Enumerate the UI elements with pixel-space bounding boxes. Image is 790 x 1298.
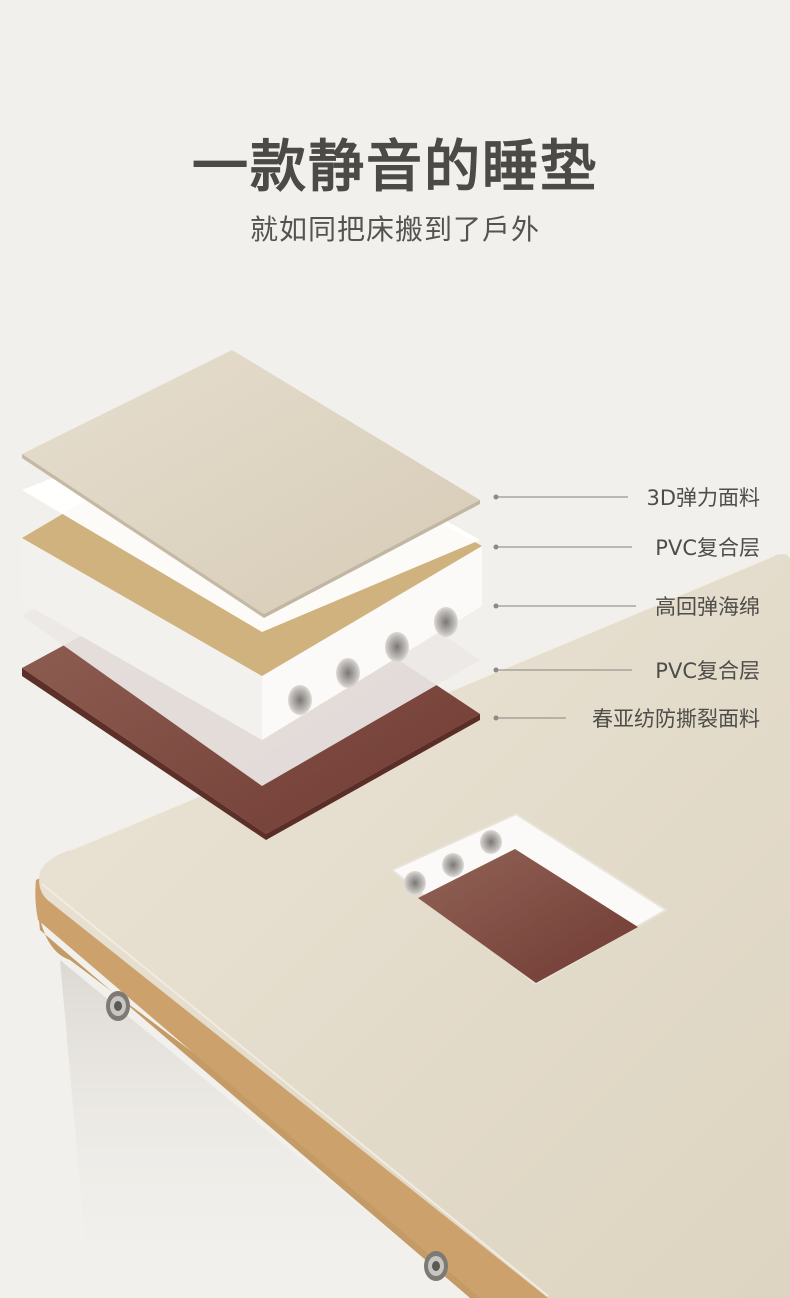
- mattress-cutaway: [390, 812, 668, 986]
- valve-icon: [424, 1251, 448, 1281]
- page-title: 一款静音的睡垫: [192, 135, 598, 200]
- layer-label-foam: 高回弹海绵: [655, 595, 760, 619]
- page-subtitle: 就如同把床搬到了戶外: [249, 213, 540, 246]
- layer-label-ripstop: 春亚纺防撕裂面料: [592, 707, 760, 731]
- layer-label-3d-fabric: 3D弹力面料: [646, 486, 760, 510]
- leader-lines: [493, 494, 636, 721]
- mattress-shadow: [60, 960, 470, 1298]
- layer-label-pvc-bottom: PVC复合层: [655, 659, 760, 683]
- valve-icon: [106, 991, 130, 1021]
- mattress-base: [35, 554, 790, 1298]
- layer-3d-elastic-fabric: [22, 350, 480, 618]
- layer-label-pvc-top: PVC复合层: [655, 536, 760, 560]
